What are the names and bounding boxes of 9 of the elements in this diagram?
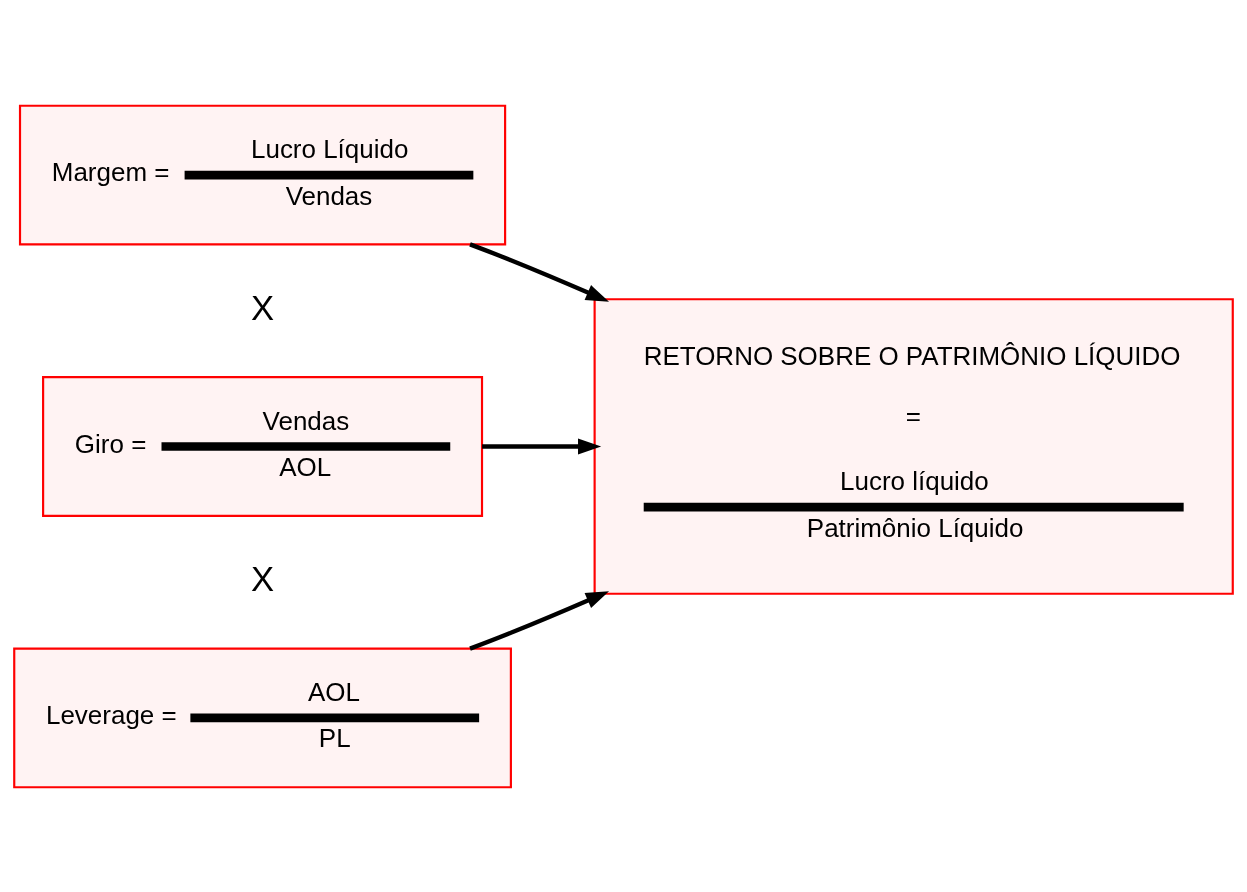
arrow <box>482 437 602 455</box>
arrow <box>469 241 610 302</box>
arrow <box>469 590 610 651</box>
label: X <box>251 559 275 598</box>
node-box: Giro = Vendas AOL <box>42 375 484 517</box>
node-box: Margem = Lucro Líquido Vendas <box>18 104 507 245</box>
label: X <box>251 288 275 327</box>
node-box: RETORNO SOBRE O PATRIMÔNIO LÍQUIDO = Lucro líquido Patrimônio Líquido <box>593 297 1234 595</box>
node-box: Leverage = AOL PL <box>13 647 512 788</box>
